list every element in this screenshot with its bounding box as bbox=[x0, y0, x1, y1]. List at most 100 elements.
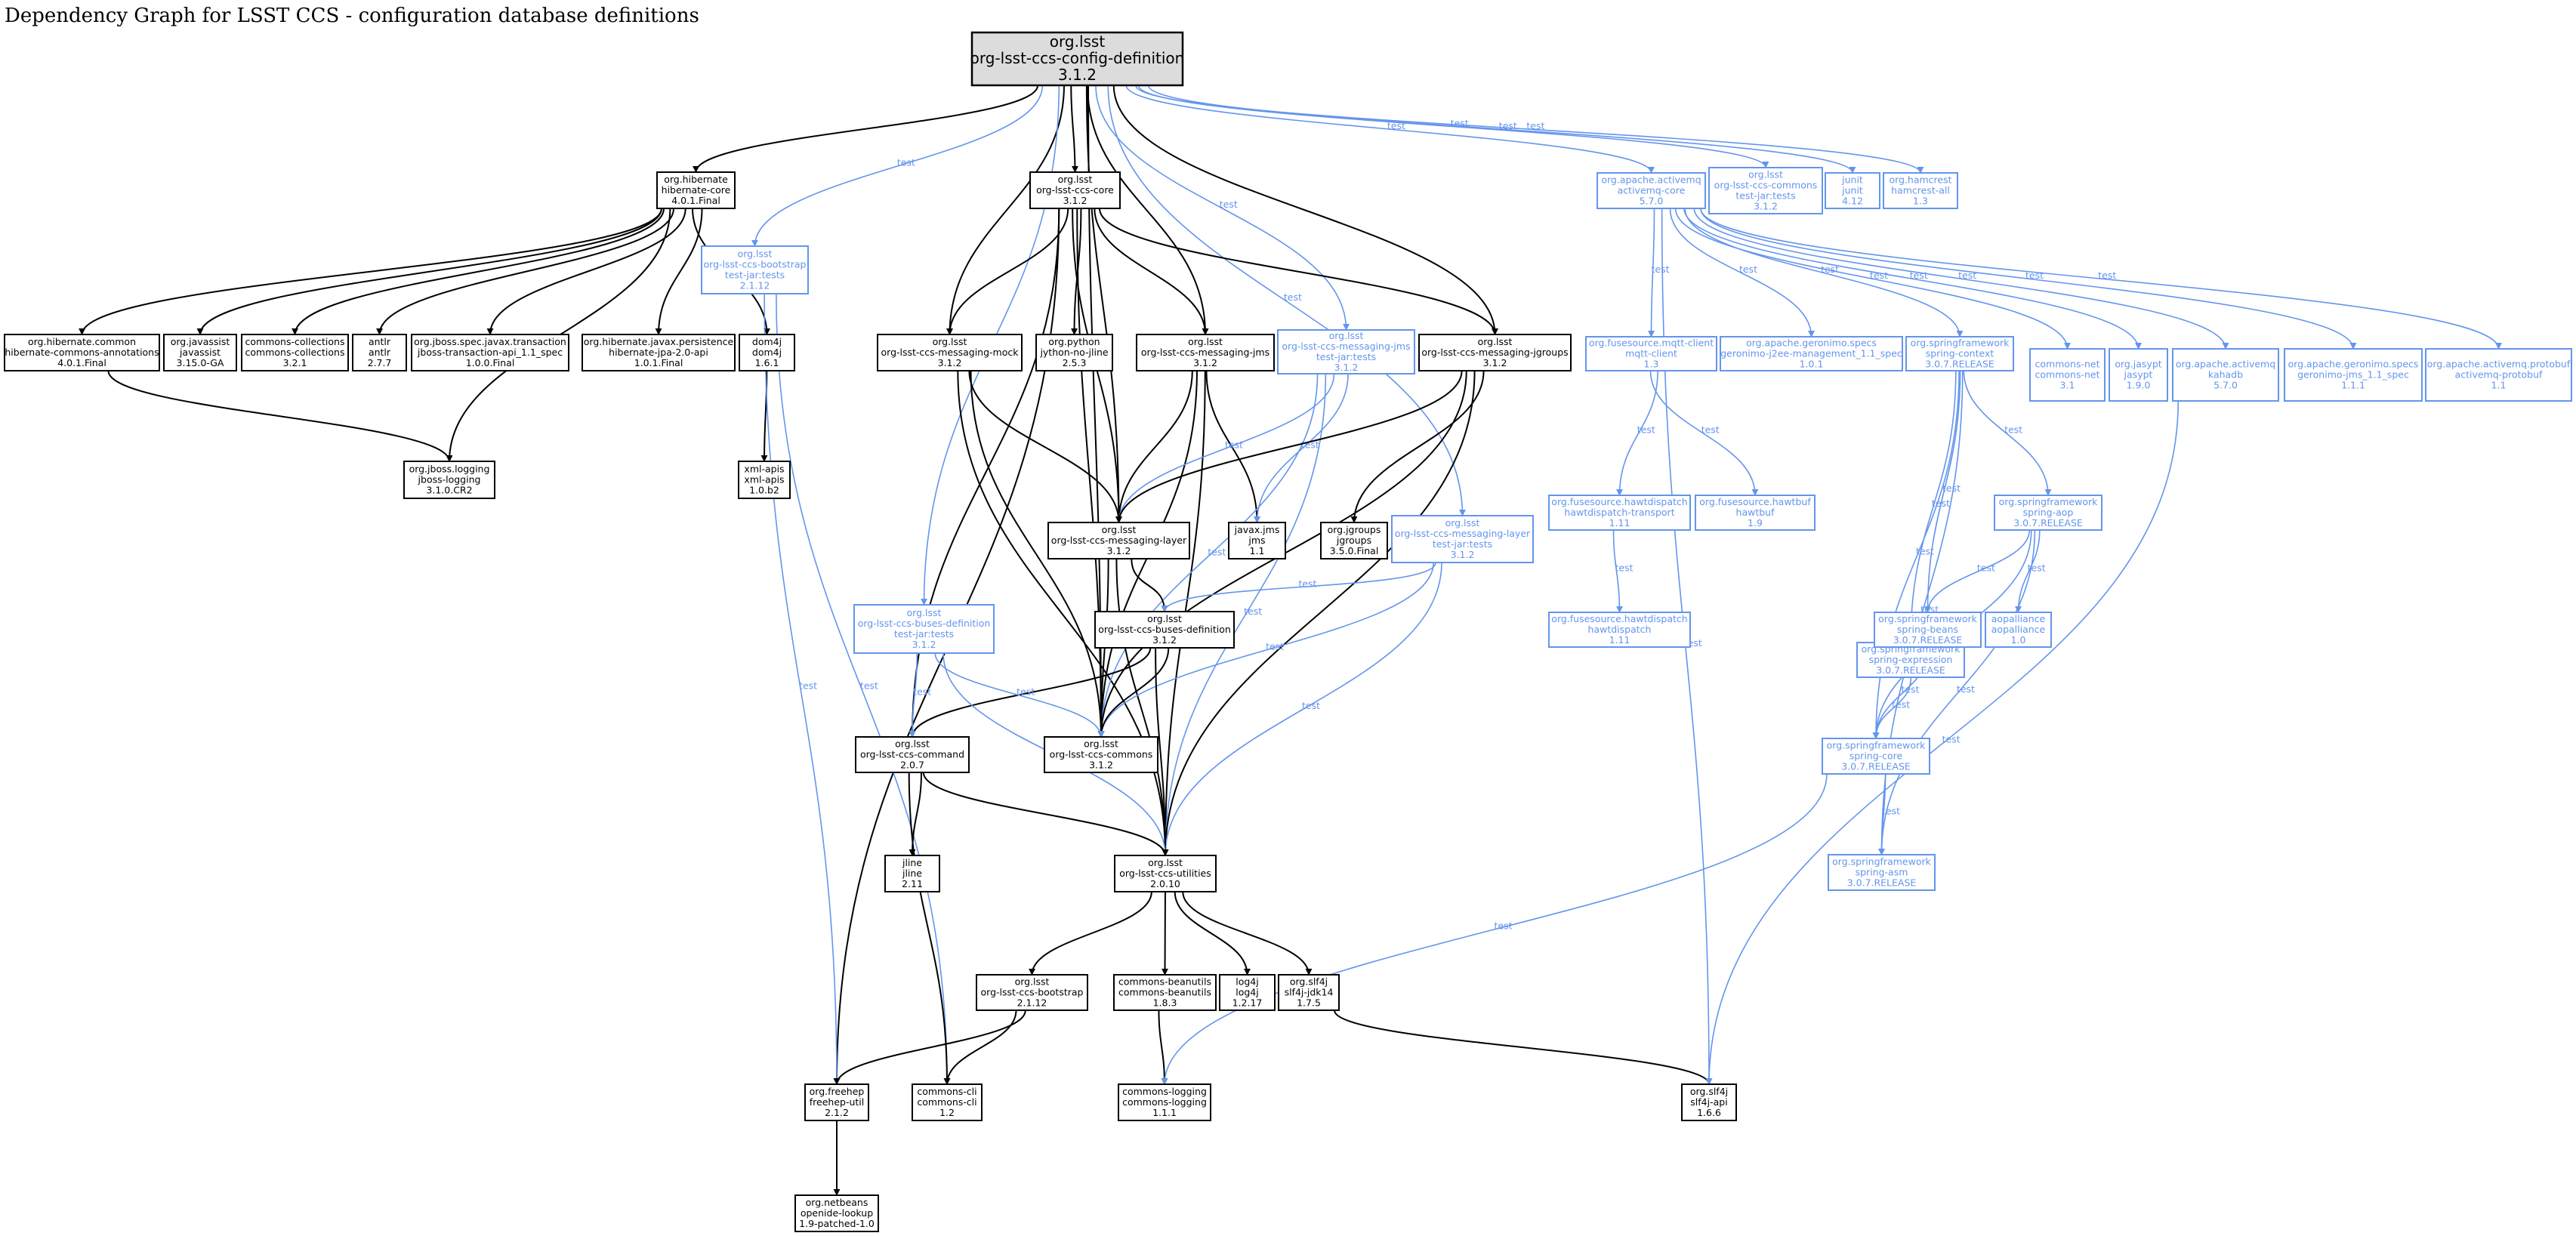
edge-messaging-mock-to-commons bbox=[970, 370, 1105, 738]
node-spring-beans[interactable]: org.springframeworkspring-beans3.0.7.REL… bbox=[1874, 612, 1982, 648]
node-version: 1.0 bbox=[2011, 634, 2026, 646]
node-messaging-layer[interactable]: org.lsstorg-lsst-ccs-messaging-layer3.1.… bbox=[1047, 522, 1190, 559]
node-group-id: org.javassist bbox=[171, 336, 230, 347]
node-netbeans[interactable]: org.netbeansopenide-lookup1.9-patched-1.… bbox=[794, 1194, 879, 1232]
node-jboss-transaction[interactable]: org.jboss.spec.javax.transactionjboss-tr… bbox=[411, 334, 569, 371]
edge-hibernate-core-to-hibernate-commons-annotations bbox=[79, 208, 662, 335]
edge-messaging-layer-test-to-commons bbox=[1097, 562, 1435, 738]
node-hawtdispatch[interactable]: org.fusesource.hawtdispatchhawtdispatch1… bbox=[1548, 612, 1691, 648]
node-group-id: log4j bbox=[1236, 976, 1258, 987]
node-spring-context[interactable]: org.springframeworkspring-context3.0.7.R… bbox=[1905, 336, 2014, 371]
node-group-id: org.apache.geronimo.specs bbox=[1746, 337, 1877, 348]
node-artifact-id: jasypt bbox=[2124, 368, 2153, 380]
node-artifact-id: org-lsst-ccs-buses-definition bbox=[1098, 624, 1231, 635]
node-version: 3.0.7.RELEASE bbox=[1841, 760, 1911, 772]
node-version: 1.6.1 bbox=[755, 357, 779, 368]
node-activemq-protobuf[interactable]: org.apache.activemq.protobufactivemq-pro… bbox=[2425, 348, 2572, 402]
node-version: 2.0.10 bbox=[1150, 878, 1180, 889]
node-geronimo-j2ee[interactable]: org.apache.geronimo.specsgeronimo-j2ee-m… bbox=[1720, 336, 1903, 371]
edge-messaging-layer-to-buses-def bbox=[1131, 558, 1168, 612]
edge-activemq-core-to-spring-context bbox=[1684, 208, 1964, 338]
node-box bbox=[1874, 612, 1982, 648]
node-hibernate-jpa[interactable]: org.hibernate.javax.persistencehibernate… bbox=[582, 334, 736, 371]
node-box bbox=[1136, 334, 1275, 371]
node-group-id: org.lsst bbox=[1102, 524, 1137, 535]
node-version: 1.1.1 bbox=[2341, 379, 2365, 390]
node-messaging-jms-test[interactable]: org.lsstorg-lsst-ccs-messaging-jmstest-j… bbox=[1277, 329, 1415, 374]
node-root[interactable]: org.lsstorg-lsst-ccs-config-definition3.… bbox=[970, 31, 1185, 87]
node-version: 1.1 bbox=[2491, 379, 2507, 390]
edge-buses-def-test-to-commons bbox=[934, 652, 1105, 738]
node-artifact-id: jboss-transaction-api_1.1_spec bbox=[417, 347, 563, 358]
node-hibernate-commons-annotations[interactable]: org.hibernate.commonhibernate-commons-an… bbox=[4, 334, 160, 371]
node-commons-collections[interactable]: commons-collectionscommons-collections3.… bbox=[241, 334, 349, 371]
node-artifact-id: spring-expression bbox=[1869, 654, 1953, 665]
edge-hibernate-core-to-antlr bbox=[376, 208, 674, 335]
edge-label: test bbox=[1739, 264, 1757, 275]
node-box bbox=[855, 736, 970, 773]
node-spring-asm[interactable]: org.springframeworkspring-asm3.0.7.RELEA… bbox=[1828, 854, 1936, 891]
node-spring-aop[interactable]: org.springframeworkspring-aop3.0.7.RELEA… bbox=[1994, 495, 2102, 531]
node-hawtdispatch-transport[interactable]: org.fusesource.hawtdispatchhawtdispatch-… bbox=[1548, 495, 1691, 531]
edge-spring-aop-to-aopalliance bbox=[2015, 529, 2041, 613]
node-messaging-layer-test[interactable]: org.lsstorg-lsst-ccs-messaging-layertest… bbox=[1391, 515, 1534, 563]
node-messaging-jgroups[interactable]: org.lsstorg-lsst-ccs-messaging-jgroups3.… bbox=[1418, 334, 1572, 371]
node-version: 3.2.1 bbox=[283, 357, 307, 368]
node-group-id: org.lsst bbox=[738, 248, 773, 259]
edge-bootstrap-test-to-freehep bbox=[764, 293, 841, 1085]
edge-label: test bbox=[1957, 683, 1975, 695]
node-version: 2.5.3 bbox=[1063, 357, 1087, 368]
node-group-id: org.jgroups bbox=[1328, 524, 1381, 535]
node-bootstrap-test[interactable]: org.lsstorg-lsst-ccs-bootstraptest-jar:t… bbox=[701, 245, 809, 294]
node-geronimo-jms[interactable]: org.apache.geronimo.specsgeronimo-jms_1.… bbox=[2284, 348, 2423, 402]
edge-hibernate-core-to-javassist bbox=[196, 208, 662, 335]
edge-spring-core-to-commons-logging bbox=[1161, 773, 1828, 1085]
node-spring-core[interactable]: org.springframeworkspring-core3.0.7.RELE… bbox=[1822, 738, 1930, 775]
edge-buses-def-to-utilities bbox=[1155, 647, 1169, 856]
node-buses-def[interactable]: org.lsstorg-lsst-ccs-buses-definition3.1… bbox=[1094, 611, 1235, 649]
node-group-id: org.slf4j bbox=[1290, 976, 1328, 987]
node-box bbox=[2284, 348, 2423, 402]
node-artifact-id: test-jar:tests bbox=[1735, 190, 1795, 201]
edge-activemq-core-to-jasypt bbox=[1683, 208, 2142, 350]
node-artifact-id: commons-collections bbox=[245, 347, 345, 358]
node-group-id: org.springframework bbox=[1827, 739, 1926, 751]
node-box bbox=[1278, 974, 1340, 1011]
node-buses-def-test[interactable]: org.lsstorg-lsst-ccs-buses-definitiontes… bbox=[853, 604, 995, 654]
node-ccs-commons-test[interactable]: org.lsstorg-lsst-ccs-commonstest-jar:tes… bbox=[1708, 167, 1823, 214]
